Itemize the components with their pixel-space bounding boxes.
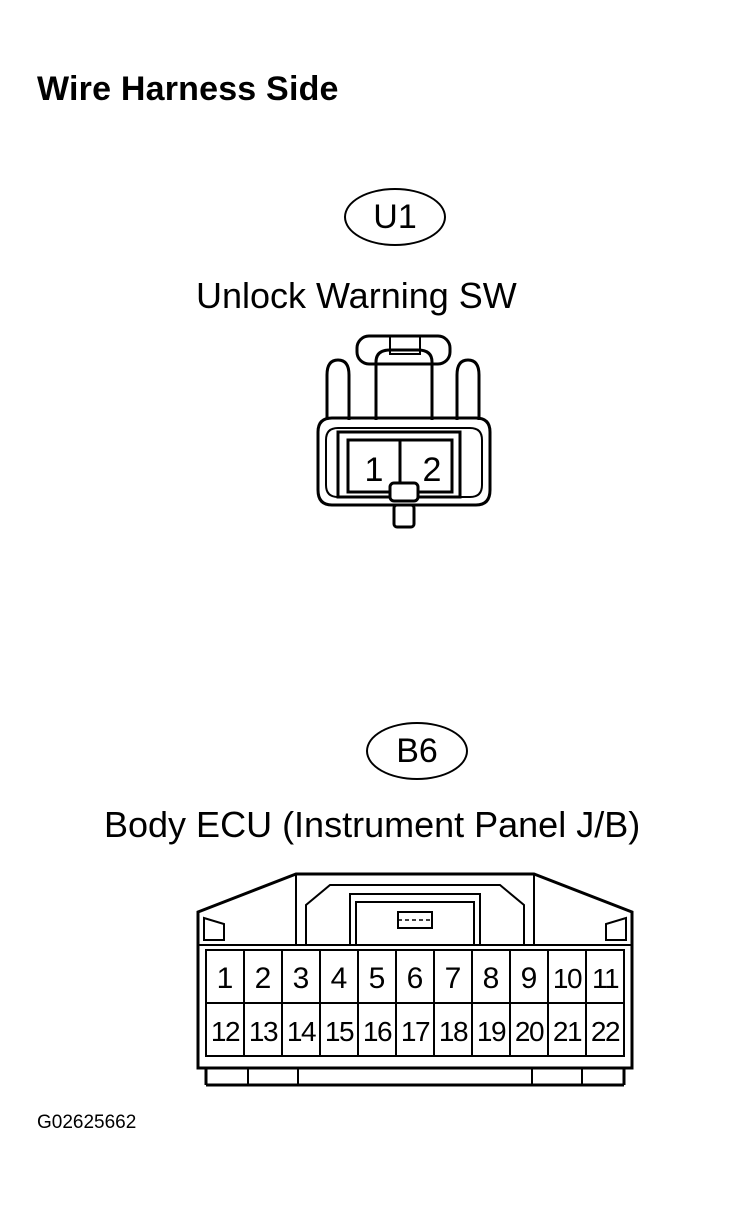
page-title: Wire Harness Side — [37, 70, 339, 108]
pin-cell-2 — [398, 438, 454, 494]
hood-sides — [295, 874, 535, 945]
connector-name-u1: Unlock Warning SW — [196, 275, 517, 316]
figure-id: G02625662 — [37, 1112, 137, 1133]
b6-pin-4: 4 — [331, 962, 348, 995]
skirt-key-right — [531, 1067, 583, 1086]
b6-pin-1: 1 — [217, 962, 234, 995]
b6-pin-16: 16 — [363, 1016, 392, 1047]
connector-code-b6: B6 — [396, 731, 438, 770]
b6-pin-17: 17 — [401, 1016, 430, 1047]
connector-u1-drawing — [316, 334, 492, 529]
b6-pin-12: 12 — [211, 1016, 240, 1047]
skirt-key-left — [247, 1067, 299, 1086]
b6-pin-5: 5 — [369, 962, 386, 995]
pin-column-dividers — [243, 950, 587, 1056]
connector-code-badge-b6: B6 — [366, 722, 468, 780]
left-ear — [203, 916, 225, 941]
bottom-key — [388, 481, 420, 503]
b6-pin-6: 6 — [407, 962, 424, 995]
latch-housing-inner — [355, 901, 475, 946]
right-ear — [605, 916, 627, 941]
b6-pin-19: 19 — [477, 1016, 506, 1047]
left-post — [325, 358, 351, 420]
b6-pin-15: 15 — [325, 1016, 354, 1047]
bottom-lug — [392, 503, 416, 529]
connector-b6-drawing — [196, 872, 634, 1087]
housing-inner — [325, 427, 483, 498]
b6-pin-18: 18 — [439, 1016, 468, 1047]
b6-pin-9: 9 — [521, 962, 538, 995]
housing-neck — [374, 348, 434, 420]
right-post — [455, 358, 481, 420]
b6-pin-8: 8 — [483, 962, 500, 995]
b6-pin-13: 13 — [249, 1016, 278, 1047]
b6-pin-7: 7 — [445, 962, 462, 995]
hood-inner — [305, 884, 525, 945]
b6-pin-3: 3 — [293, 962, 310, 995]
b6-pin-11: 11 — [592, 963, 619, 994]
b6-pin-10: 10 — [553, 963, 582, 994]
b6-pin-21: 21 — [553, 1016, 582, 1047]
u1-pin-1: 1 — [365, 451, 384, 489]
b6-pin-14: 14 — [287, 1016, 316, 1047]
housing-body — [316, 416, 492, 507]
connector-name-b6: Body ECU (Instrument Panel J/B) — [104, 804, 641, 845]
connector-code-badge-u1: U1 — [344, 188, 446, 246]
b6-pin-20: 20 — [515, 1016, 544, 1047]
u1-pin-2: 2 — [423, 451, 442, 489]
side-ears — [196, 912, 634, 945]
latch-tab-inner — [389, 335, 421, 355]
b6-pin-2: 2 — [255, 962, 272, 995]
b6-pin-22: 22 — [591, 1016, 620, 1047]
connector-code-u1: U1 — [373, 197, 417, 236]
